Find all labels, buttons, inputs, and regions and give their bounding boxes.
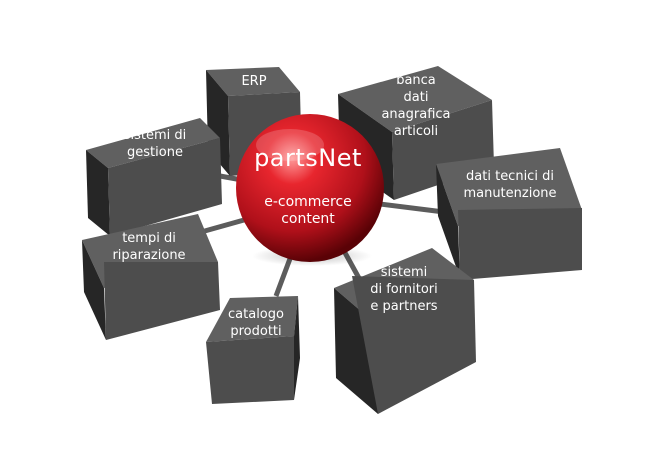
hub-subtitle: e-commerce content <box>264 194 352 227</box>
node-label-banca: banca dati anagrafica articoli <box>381 73 451 139</box>
node-label-catalogo: catalogo prodotti <box>228 307 284 339</box>
cube-dati-tecnici <box>436 148 582 280</box>
node-label-tempi: tempi di riparazione <box>112 231 186 263</box>
sphere-highlight <box>256 129 324 161</box>
cube-tempi <box>82 214 220 340</box>
node-label-fornitori: sistemi di fornitori e partners <box>370 265 438 314</box>
hub-title: partsNet <box>254 144 362 172</box>
node-label-erp: ERP <box>241 74 267 89</box>
node-label-sistemi-gestione: sistemi di gestione <box>123 128 187 160</box>
partsnet-sphere <box>236 114 384 262</box>
cube-fornitori <box>334 248 476 414</box>
cube-catalogo <box>206 296 300 404</box>
cube-sistemi-gestione <box>86 118 222 236</box>
connector-dati-tecnici <box>379 201 445 215</box>
node-label-dati-tecnici: dati tecnici di manutenzione <box>463 169 557 201</box>
